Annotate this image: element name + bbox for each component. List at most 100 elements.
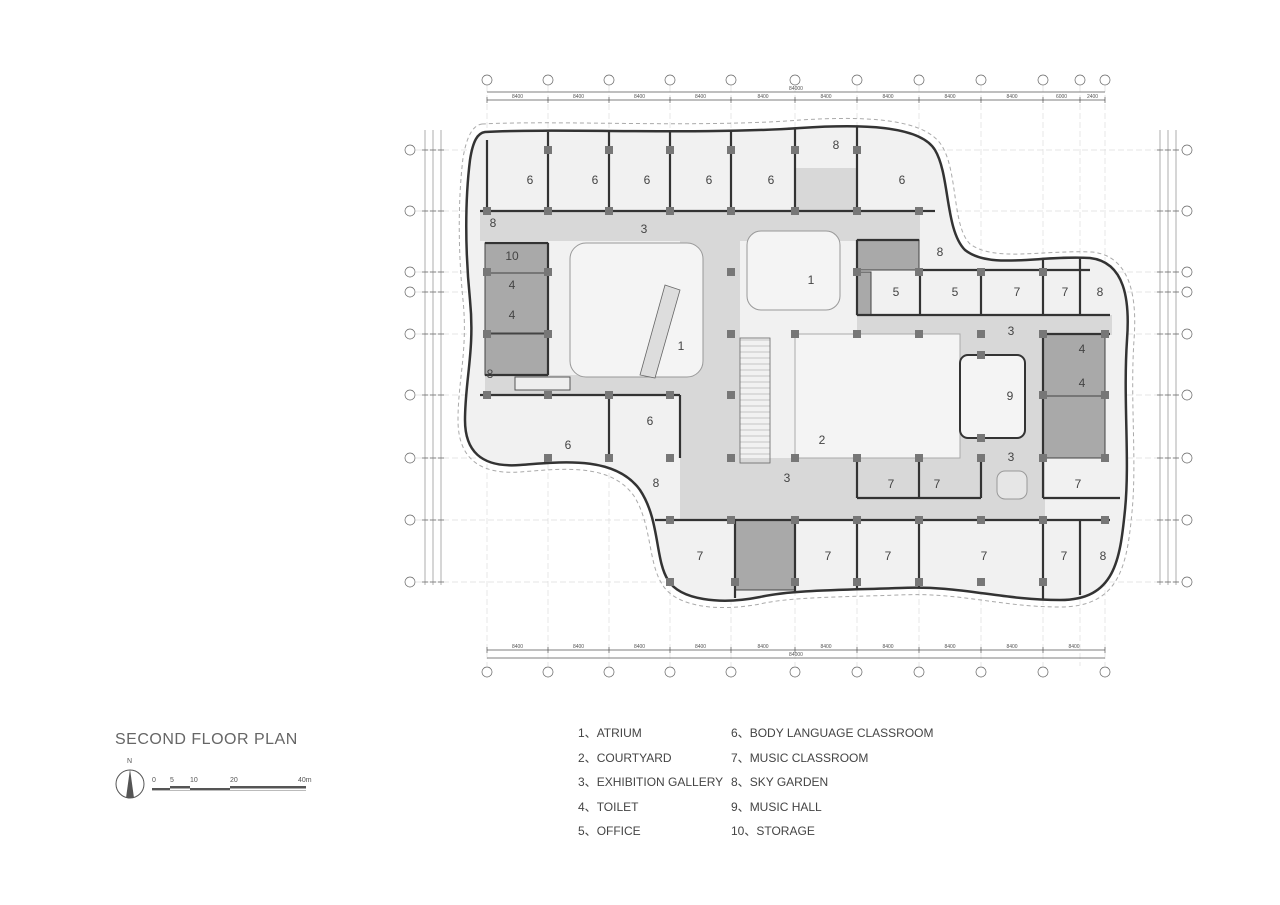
structural-column (544, 207, 552, 215)
legend-number: 6、 (731, 726, 750, 740)
structural-column (605, 146, 613, 154)
scale-label: 10 (190, 777, 198, 784)
structural-column (605, 207, 613, 215)
structural-column (727, 391, 735, 399)
room-number-label: 5 (952, 285, 959, 299)
legend-label: TOILET (596, 799, 639, 814)
service-room (856, 239, 920, 271)
room-number-label: 3 (1008, 324, 1015, 338)
grid-bubble (1181, 452, 1193, 464)
structural-column (666, 454, 674, 462)
grid-bubble (851, 666, 863, 678)
dimension-label: 8400 (512, 94, 523, 100)
staircase (739, 337, 771, 464)
legend-item: 10、STORAGE (731, 822, 815, 839)
structural-column (1101, 516, 1109, 524)
grid-bubble (404, 514, 416, 526)
room-number-label: 7 (981, 549, 988, 563)
room-number-label: 6 (592, 173, 599, 187)
walls (480, 126, 1120, 600)
room-number-label: 7 (1061, 549, 1068, 563)
corridor-area (485, 375, 680, 395)
structural-column (483, 268, 491, 276)
structural-column (977, 330, 985, 338)
structural-column (853, 454, 861, 462)
structural-column (1101, 454, 1109, 462)
corridor-area (680, 458, 1045, 520)
structural-column (791, 516, 799, 524)
legend-item: 2、COURTYARD (578, 749, 672, 766)
structural-column (853, 146, 861, 154)
room-number-label: 9 (1007, 389, 1014, 403)
north-label: N (127, 758, 132, 765)
lightwell (996, 470, 1028, 500)
grid-bubble (664, 666, 676, 678)
room-number-label: 1 (678, 339, 685, 353)
grid-bubble (789, 74, 801, 86)
grid-bubble (1181, 576, 1193, 588)
grid-bubble (975, 666, 987, 678)
room-number-label: 7 (1062, 285, 1069, 299)
dimension-label: 8400 (1006, 94, 1017, 100)
north-arrow: N (115, 758, 145, 799)
room-number-label: 7 (697, 549, 704, 563)
structural-column (544, 268, 552, 276)
music-hall-area (959, 354, 1026, 439)
legend-label: EXHIBITION GALLERY (596, 775, 724, 789)
grid-bubble (975, 74, 987, 86)
structural-column (1039, 330, 1047, 338)
room-number-label: 7 (825, 549, 832, 563)
grid-bubble (1037, 666, 1049, 678)
structural-column (853, 516, 861, 524)
dimension-label: 8400 (1006, 644, 1017, 650)
grid-bubble (1181, 514, 1193, 526)
service-room (734, 519, 796, 591)
legend-number: 1、 (578, 726, 597, 740)
structural-column (791, 146, 799, 154)
structural-column (977, 516, 985, 524)
legend-label: SKY GARDEN (749, 775, 829, 789)
room-number-label: 6 (644, 173, 651, 187)
grid-bubble (1181, 144, 1193, 156)
structural-column (666, 578, 674, 586)
grid-bubble (404, 205, 416, 217)
structural-column (977, 578, 985, 586)
dimension-label: 8400 (944, 94, 955, 100)
room-number-label: 8 (1097, 285, 1104, 299)
north-arrow-icon (126, 769, 134, 798)
room-number-label: 3 (641, 222, 648, 236)
room-number-label: 8 (937, 245, 944, 259)
structural-column (915, 207, 923, 215)
legend-number: 8、 (731, 775, 750, 789)
legend-label: MUSIC CLASSROOM (749, 750, 869, 765)
grid-bubble (664, 74, 676, 86)
grid-bubble (542, 74, 554, 86)
service-room (856, 271, 872, 316)
structural-column (1039, 454, 1047, 462)
grid-bubble (481, 666, 493, 678)
dimension-label: 8400 (820, 94, 831, 100)
service-room (484, 333, 549, 376)
structural-column (605, 454, 613, 462)
room-number-label: 2 (819, 433, 826, 447)
service-room (1042, 395, 1106, 459)
room-number-label: 3 (1008, 450, 1015, 464)
grid-bubble (789, 666, 801, 678)
dimension-label: 8400 (757, 94, 768, 100)
grid-bubble (1181, 205, 1193, 217)
structural-column (853, 268, 861, 276)
dimension-label: 2400 (1087, 94, 1098, 100)
structural-column (977, 351, 985, 359)
structural-column (1039, 516, 1047, 524)
legend-item: 7、MUSIC CLASSROOM (731, 749, 868, 766)
legend-label: MUSIC HALL (749, 799, 822, 814)
grid-bubble (1099, 666, 1111, 678)
courtyard-area (794, 333, 961, 459)
dimension-label: 8400 (573, 644, 584, 650)
room-number-label: 4 (1079, 376, 1086, 390)
structural-column (977, 268, 985, 276)
structural-column (544, 146, 552, 154)
legend-number: 10、 (731, 824, 757, 838)
